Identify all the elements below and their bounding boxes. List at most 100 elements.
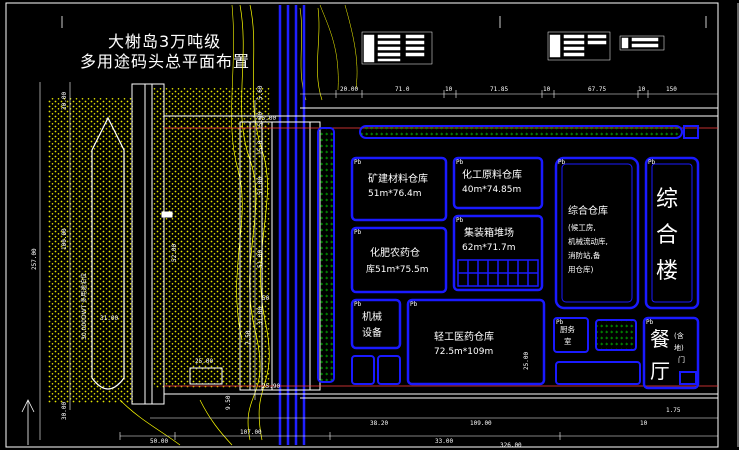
machinery-shed-line2: 设备 (362, 326, 382, 339)
warehouse-mineral: 矿建材料仓库 51m*76.4m (350, 156, 448, 222)
svg-text:109.00: 109.00 (470, 420, 492, 427)
svg-text:10: 10 (543, 86, 551, 93)
svg-text:71.0: 71.0 (395, 86, 410, 93)
inline-dimension-labels: 31.00 25.00 50 25.90 25.00 (100, 115, 280, 390)
warehouse-fertilizer-name: 化肥农药仓 (370, 246, 420, 259)
green-plot-small (595, 319, 637, 351)
canteen: 餐 厅 (含 地) 门 (642, 316, 700, 390)
drawing-title-line2: 多用途码头总平面布置 (80, 52, 251, 71)
sea-contour-area (48, 4, 358, 446)
svg-text:Pb: Pb (456, 217, 464, 224)
svg-text:51.00: 51.00 (257, 177, 264, 195)
svg-text:107.00: 107.00 (240, 429, 262, 436)
svg-text:100.00: 100.00 (61, 228, 68, 250)
svg-text:326.00: 326.00 (500, 442, 522, 449)
light-industry-warehouse: 轻工医药仓库 72.5m*109m (406, 298, 546, 386)
bottom-dimension-labels: 50.00 107.00 38.20 109.00 326.00 33.00 1… (150, 407, 681, 449)
svg-text:7.50: 7.50 (245, 330, 252, 345)
svg-text:51.00: 51.00 (257, 250, 264, 268)
svg-text:Pb: Pb (646, 319, 654, 326)
bottom-dimension-line (119, 417, 718, 440)
svg-text:33.00: 33.00 (435, 438, 453, 445)
svg-text:Pb: Pb (354, 301, 362, 308)
svg-text:5.60: 5.60 (257, 85, 264, 100)
general-warehouse-note3: 消防站,备 (568, 250, 601, 260)
svg-text:31.00: 31.00 (100, 315, 118, 322)
svg-text:31.00: 31.00 (257, 307, 264, 325)
general-warehouse: 综合仓库 (候工房, 机械流动库, 消防站,备 用仓库) (554, 156, 640, 310)
svg-text:25.00: 25.00 (258, 115, 276, 122)
svg-text:150: 150 (666, 86, 677, 93)
svg-text:15.00: 15.00 (257, 112, 264, 130)
corner-tags: Pb Pb Pb Pb Pb Pb Pb Pb Pb Pb (354, 159, 656, 326)
canteen-note3: 门 (678, 355, 685, 364)
warehouse-fertilizer-size: 库51m*75.5m (366, 263, 429, 275)
svg-text:10: 10 (640, 420, 648, 427)
light-industry-size: 72.5m*109m (434, 347, 493, 357)
top-right-gate (683, 125, 699, 139)
general-warehouse-note4: 用仓库) (568, 264, 593, 274)
top-dimension-labels: 20.00 71.0 10 71.85 10 67.75 10 150 (340, 86, 677, 93)
berth-note: 30,000DWT 多用途泊位 (80, 273, 88, 340)
general-warehouse-note2: 机械流动库, (568, 236, 608, 246)
left-dimension-line (39, 82, 256, 440)
light-industry-name: 轻工医药仓库 (434, 330, 494, 343)
top-edge-marks (61, 16, 707, 28)
kitchen-line2: 室 (564, 336, 572, 346)
office-building-char3: 楼 (656, 259, 678, 284)
office-building: 综 合 楼 (644, 156, 700, 310)
container-yard: 集装箱堆场 62m*71.7m (452, 214, 544, 292)
container-yard-size: 62m*71.7m (462, 243, 516, 253)
svg-text:50.00: 50.00 (150, 438, 168, 445)
svg-text:Pb: Pb (648, 159, 656, 166)
container-yard-name: 集装箱堆场 (464, 226, 514, 239)
canteen-note1: (含 (674, 331, 684, 340)
svg-text:30.00: 30.00 (61, 92, 68, 110)
svg-text:50: 50 (262, 295, 270, 302)
svg-text:25.00: 25.00 (195, 358, 213, 365)
svg-text:38.20: 38.20 (370, 420, 388, 427)
warehouse-mineral-size: 51m*76.4m (368, 189, 422, 199)
canteen-char1: 餐 (650, 327, 670, 351)
general-warehouse-note1: (候工房, (568, 222, 596, 232)
svg-text:257.00: 257.00 (31, 248, 38, 270)
svg-text:Pb: Pb (354, 159, 362, 166)
legend-table-right (619, 35, 665, 51)
drawing-title-line1: 大榭岛3万吨级 (108, 32, 222, 51)
kitchen-line1: 厨务 (560, 324, 575, 334)
machinery-shed-line1: 机械 (362, 310, 382, 323)
svg-text:Pb: Pb (556, 319, 564, 326)
svg-text:25.00: 25.00 (523, 352, 530, 370)
quay-structure (131, 83, 718, 405)
warehouse-mineral-name: 矿建材料仓库 (368, 172, 428, 185)
green-belt-left (317, 127, 335, 383)
small-facility-row (351, 355, 401, 385)
general-warehouse-name: 综合仓库 (568, 204, 608, 217)
bottom-strip-building (555, 361, 641, 385)
svg-text:52.00: 52.00 (171, 244, 178, 262)
warehouse-chemical-size: 40m*74.85m (462, 185, 521, 195)
green-belt-top (359, 125, 683, 139)
office-building-char2: 合 (656, 223, 678, 248)
svg-text:Pb: Pb (456, 159, 464, 166)
svg-text:Pb: Pb (410, 301, 418, 308)
machinery-shed: 机械 设备 (350, 298, 402, 350)
svg-text:15.0: 15.0 (257, 140, 264, 155)
svg-text:67.75: 67.75 (588, 86, 606, 93)
office-building-char1: 综 (656, 187, 678, 212)
pipeline-group (278, 5, 306, 445)
svg-text:10: 10 (638, 86, 646, 93)
svg-text:Pb: Pb (354, 229, 362, 236)
svg-text:10: 10 (445, 86, 453, 93)
legend-table-left (361, 31, 433, 65)
left-dimension-labels: 30.00 257.00 100.00 30.00 15.0 51.00 51.… (31, 85, 530, 420)
svg-text:30.00: 30.00 (61, 402, 68, 420)
legend-table-middle (547, 31, 611, 61)
kitchen: 厨务 室 (553, 317, 589, 353)
drawing-frame (5, 2, 719, 448)
warehouse-fertilizer: 化肥农药仓 库51m*75.5m (350, 226, 448, 294)
svg-text:Pb: Pb (558, 159, 566, 166)
canteen-char2: 厅 (650, 359, 670, 383)
canteen-note2: 地) (674, 343, 684, 352)
